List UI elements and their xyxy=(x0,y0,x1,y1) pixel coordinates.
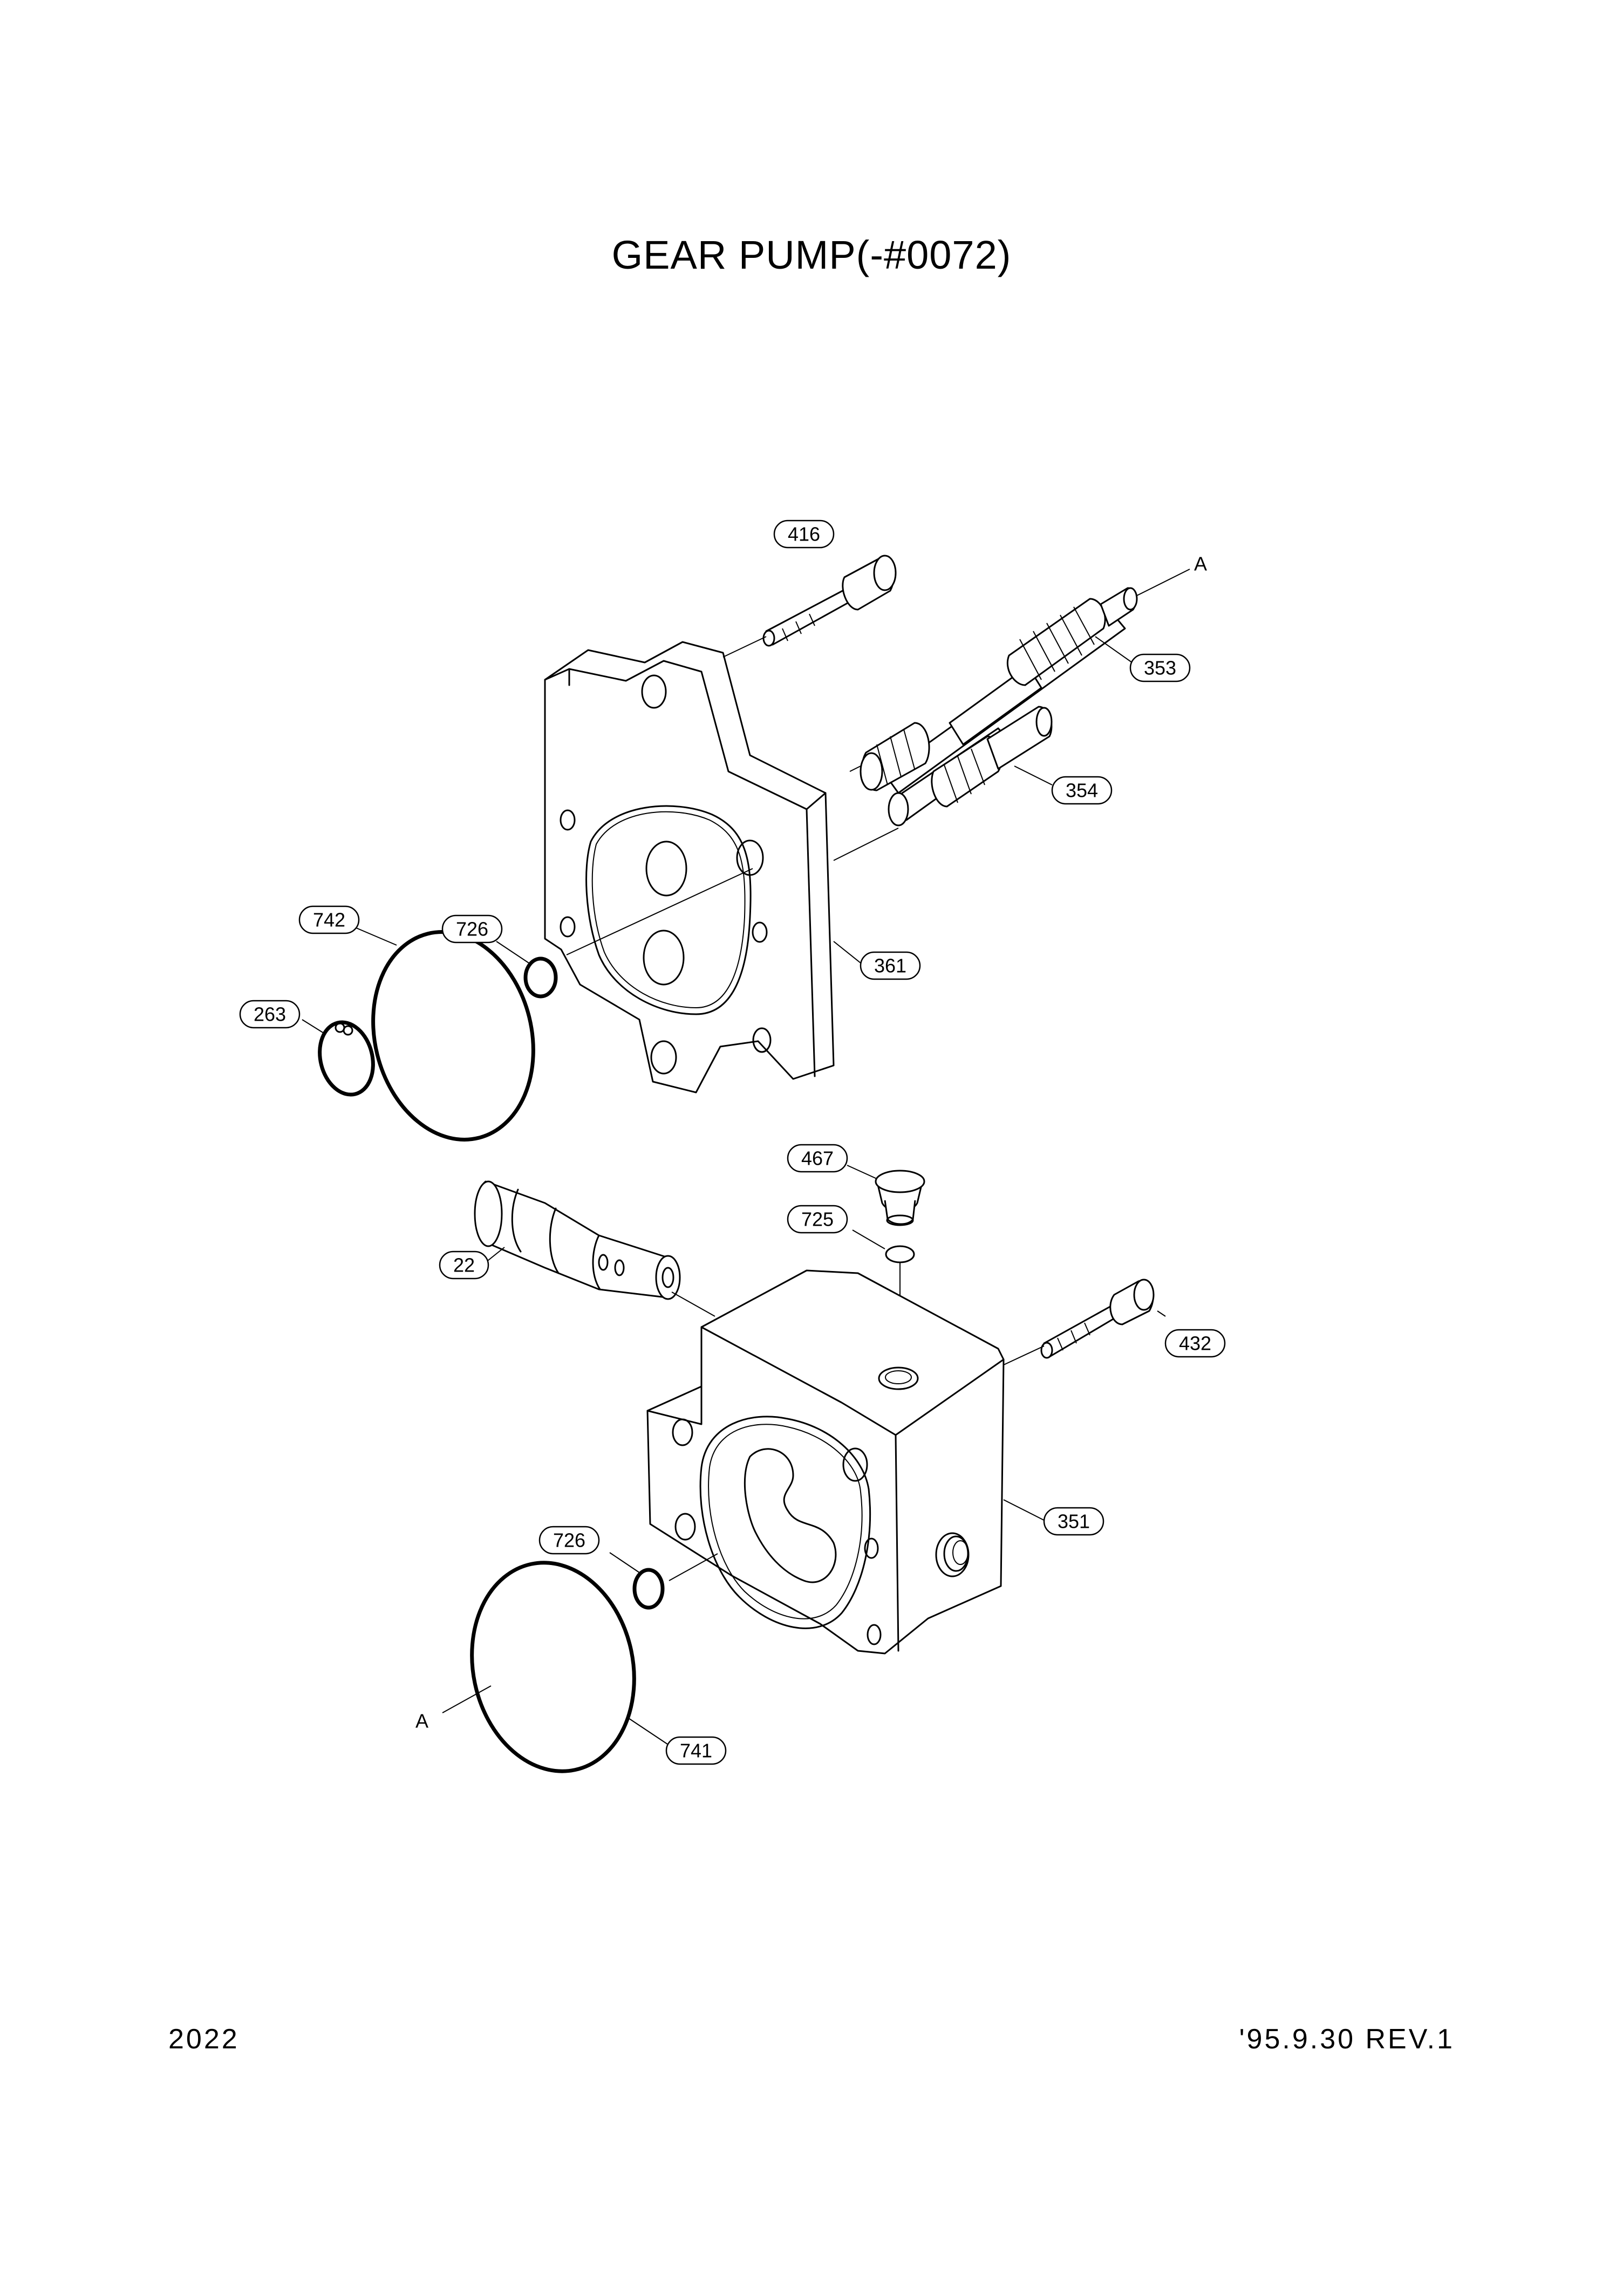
callout-354: 354 xyxy=(1051,776,1113,805)
reference-mark-bottom: A xyxy=(415,1710,428,1732)
svg-text:353: 353 xyxy=(1144,657,1176,679)
svg-text:726: 726 xyxy=(553,1529,585,1552)
page-number: 2022 xyxy=(168,2024,240,2055)
callout-467: 467 xyxy=(787,1144,848,1173)
svg-text:22: 22 xyxy=(453,1254,475,1276)
driven-gear-shaft-354 xyxy=(888,706,1053,826)
drive-shaft-22 xyxy=(474,1180,715,1317)
svg-text:742: 742 xyxy=(313,909,345,931)
o-ring-741 xyxy=(470,1561,636,1773)
svg-text:354: 354 xyxy=(1066,780,1098,802)
cover-plate-361 xyxy=(544,641,899,1094)
svg-text:726: 726 xyxy=(456,918,488,940)
callout-351: 351 xyxy=(1043,1507,1104,1536)
svg-text:351: 351 xyxy=(1058,1511,1090,1533)
callout-741: 741 xyxy=(665,1736,727,1765)
o-ring-726-upper xyxy=(523,956,558,999)
callout-432: 432 xyxy=(1164,1329,1226,1358)
svg-text:361: 361 xyxy=(874,955,906,977)
callout-353: 353 xyxy=(1129,653,1191,682)
svg-text:263: 263 xyxy=(254,1003,286,1026)
reference-mark-top: A xyxy=(1194,553,1207,575)
callout-361: 361 xyxy=(860,951,921,980)
svg-text:432: 432 xyxy=(1179,1332,1211,1355)
revision-label: '95.9.30 REV.1 xyxy=(1239,2024,1455,2055)
svg-text:416: 416 xyxy=(788,523,820,545)
callout-416: 416 xyxy=(773,520,835,549)
svg-text:725: 725 xyxy=(801,1208,834,1231)
o-ring-742 xyxy=(371,930,535,1142)
pump-body-351 xyxy=(646,1269,1045,1655)
o-ring-726-lower xyxy=(632,1568,665,1610)
bolt-416 xyxy=(722,555,897,658)
svg-text:467: 467 xyxy=(801,1147,834,1170)
svg-text:741: 741 xyxy=(680,1740,712,1762)
callout-742: 742 xyxy=(298,905,360,934)
callout-725: 725 xyxy=(787,1205,848,1234)
page-title: GEAR PUMP(-#0072) xyxy=(611,233,1012,277)
callout-726-upper: 726 xyxy=(441,914,503,944)
callout-22: 22 xyxy=(439,1250,489,1280)
snap-ring-263 xyxy=(302,1019,375,1097)
drive-gear-shaft-353 xyxy=(860,569,1190,794)
callout-726-lower: 726 xyxy=(538,1526,600,1555)
o-ring-725 xyxy=(885,1245,915,1263)
callout-263: 263 xyxy=(239,1000,301,1029)
plug-467 xyxy=(847,1165,925,1226)
bolt-432 xyxy=(1040,1279,1166,1359)
